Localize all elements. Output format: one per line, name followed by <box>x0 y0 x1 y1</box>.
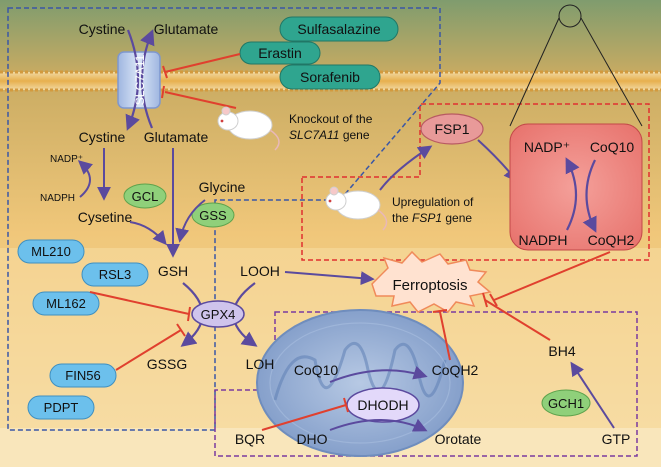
ml162-label: ML162 <box>46 296 86 311</box>
orotate-label: Orotate <box>435 431 482 447</box>
gsh-label: GSH <box>158 263 188 279</box>
gcl-label: GCL <box>132 189 159 204</box>
knockout-text-line2: SLC7A11 gene <box>289 128 370 142</box>
cystine-intracellular: Cystine <box>79 129 126 145</box>
erastin-label: Erastin <box>258 45 302 61</box>
dho-label: DHO <box>296 431 327 447</box>
fin56-label: FIN56 <box>65 368 100 383</box>
bh4-inhibition-line <box>482 292 551 341</box>
gss-label: GSS <box>199 208 227 223</box>
coqh2-mito: CoQH2 <box>432 362 479 378</box>
gpx4-inhibition-lines <box>89 291 191 371</box>
erastin-pill: Erastin <box>239 41 321 65</box>
glutamate-extracellular: Glutamate <box>154 21 219 37</box>
knockout-mouse-icon <box>217 106 280 151</box>
gcl-enzyme: GCL <box>123 183 167 209</box>
rsl3-inhibitor: RSL3 <box>81 262 149 287</box>
fsp1-label: FSP1 <box>434 121 469 137</box>
zoom-callout <box>509 4 643 127</box>
ml210-inhibitor: ML210 <box>17 239 85 264</box>
gtp-to-bh4-arrow <box>570 361 615 429</box>
nadp-left: NADP⁺ <box>50 154 83 165</box>
dhodh-enzyme[interactable]: DHODH <box>346 387 420 423</box>
bh4-label: BH4 <box>548 343 575 359</box>
dhodh-gch1-region <box>214 311 638 457</box>
bqr-inhibition-line <box>261 397 349 431</box>
coq10-right: CoQ10 <box>590 139 635 155</box>
ferroptosis-burst: Ferroptosis <box>371 250 492 313</box>
mitochondrion <box>256 309 464 457</box>
looh-to-ferroptosis-arrow <box>284 271 375 286</box>
sulfasalazine-label: Sulfasalazine <box>297 21 380 37</box>
sorafenib-pill: Sorafenib <box>279 64 381 90</box>
dhodh-label: DHODH <box>357 397 408 413</box>
glutamate-intracellular: Glutamate <box>144 129 209 145</box>
coqh2-inhibition-line <box>489 251 611 307</box>
ml162-inhibitor: ML162 <box>32 291 100 316</box>
mouse-to-fsp1-arrow <box>379 145 433 191</box>
gch1-enzyme: GCH1 <box>541 389 591 417</box>
pdpt-label: PDPT <box>44 400 79 415</box>
cystine-extracellular: Cystine <box>79 21 126 37</box>
loh-label: LOH <box>246 356 275 372</box>
gtp-label: GTP <box>602 431 631 447</box>
fsp1-cycle-arrows <box>565 157 597 233</box>
pdpt-inhibitor: PDPT <box>27 395 95 420</box>
knockout-text-line1: Knockout of the <box>289 112 373 126</box>
dhodh-arrows <box>329 365 428 432</box>
upregulation-mouse-icon <box>325 186 388 231</box>
cysteine-label: Cysetine <box>78 209 133 225</box>
upregulation-text-line2: the FSP1 gene <box>392 211 472 225</box>
sorafenib-label: Sorafenib <box>300 69 360 85</box>
bqr-label: BQR <box>235 431 265 447</box>
fin56-inhibitor: FIN56 <box>49 363 117 388</box>
fsp1-axis-region <box>301 103 650 261</box>
looh-label: LOOH <box>240 263 280 279</box>
gssg-label: GSSG <box>147 356 187 372</box>
gsh-synthesis-arrows <box>129 148 206 258</box>
mito-coqh2-inhibition-line <box>432 309 451 361</box>
slc7a11-transporter <box>117 29 161 131</box>
sulfasalazine-pill: Sulfasalazine <box>279 16 399 42</box>
nadp-right: NADP⁺ <box>524 139 570 155</box>
coqh2-right: CoQH2 <box>588 232 635 248</box>
cystine-reduction-arrows <box>77 148 111 201</box>
slc7a11-label: SLC7A11 <box>133 54 147 105</box>
fsp1-protein[interactable]: FSP1 <box>420 113 484 145</box>
upregulation-text-line1: Upregulation of <box>392 195 474 209</box>
glycine-label: Glycine <box>199 179 246 195</box>
gss-enzyme: GSS <box>191 202 235 228</box>
gch1-label: GCH1 <box>548 396 584 411</box>
rsl3-label: RSL3 <box>99 267 132 282</box>
gpx4-label: GPX4 <box>201 307 236 322</box>
nadph-left: NADPH <box>40 193 75 204</box>
ferroptosis-label: Ferroptosis <box>392 277 467 294</box>
nadph-right: NADPH <box>518 232 567 248</box>
ml210-label: ML210 <box>31 244 71 259</box>
coq10-mito: CoQ10 <box>294 362 339 378</box>
gpx4-enzyme[interactable]: GPX4 <box>191 300 245 328</box>
slc7a11-axis-region <box>7 7 441 431</box>
slc7a11-inhibition-lines <box>161 53 241 109</box>
